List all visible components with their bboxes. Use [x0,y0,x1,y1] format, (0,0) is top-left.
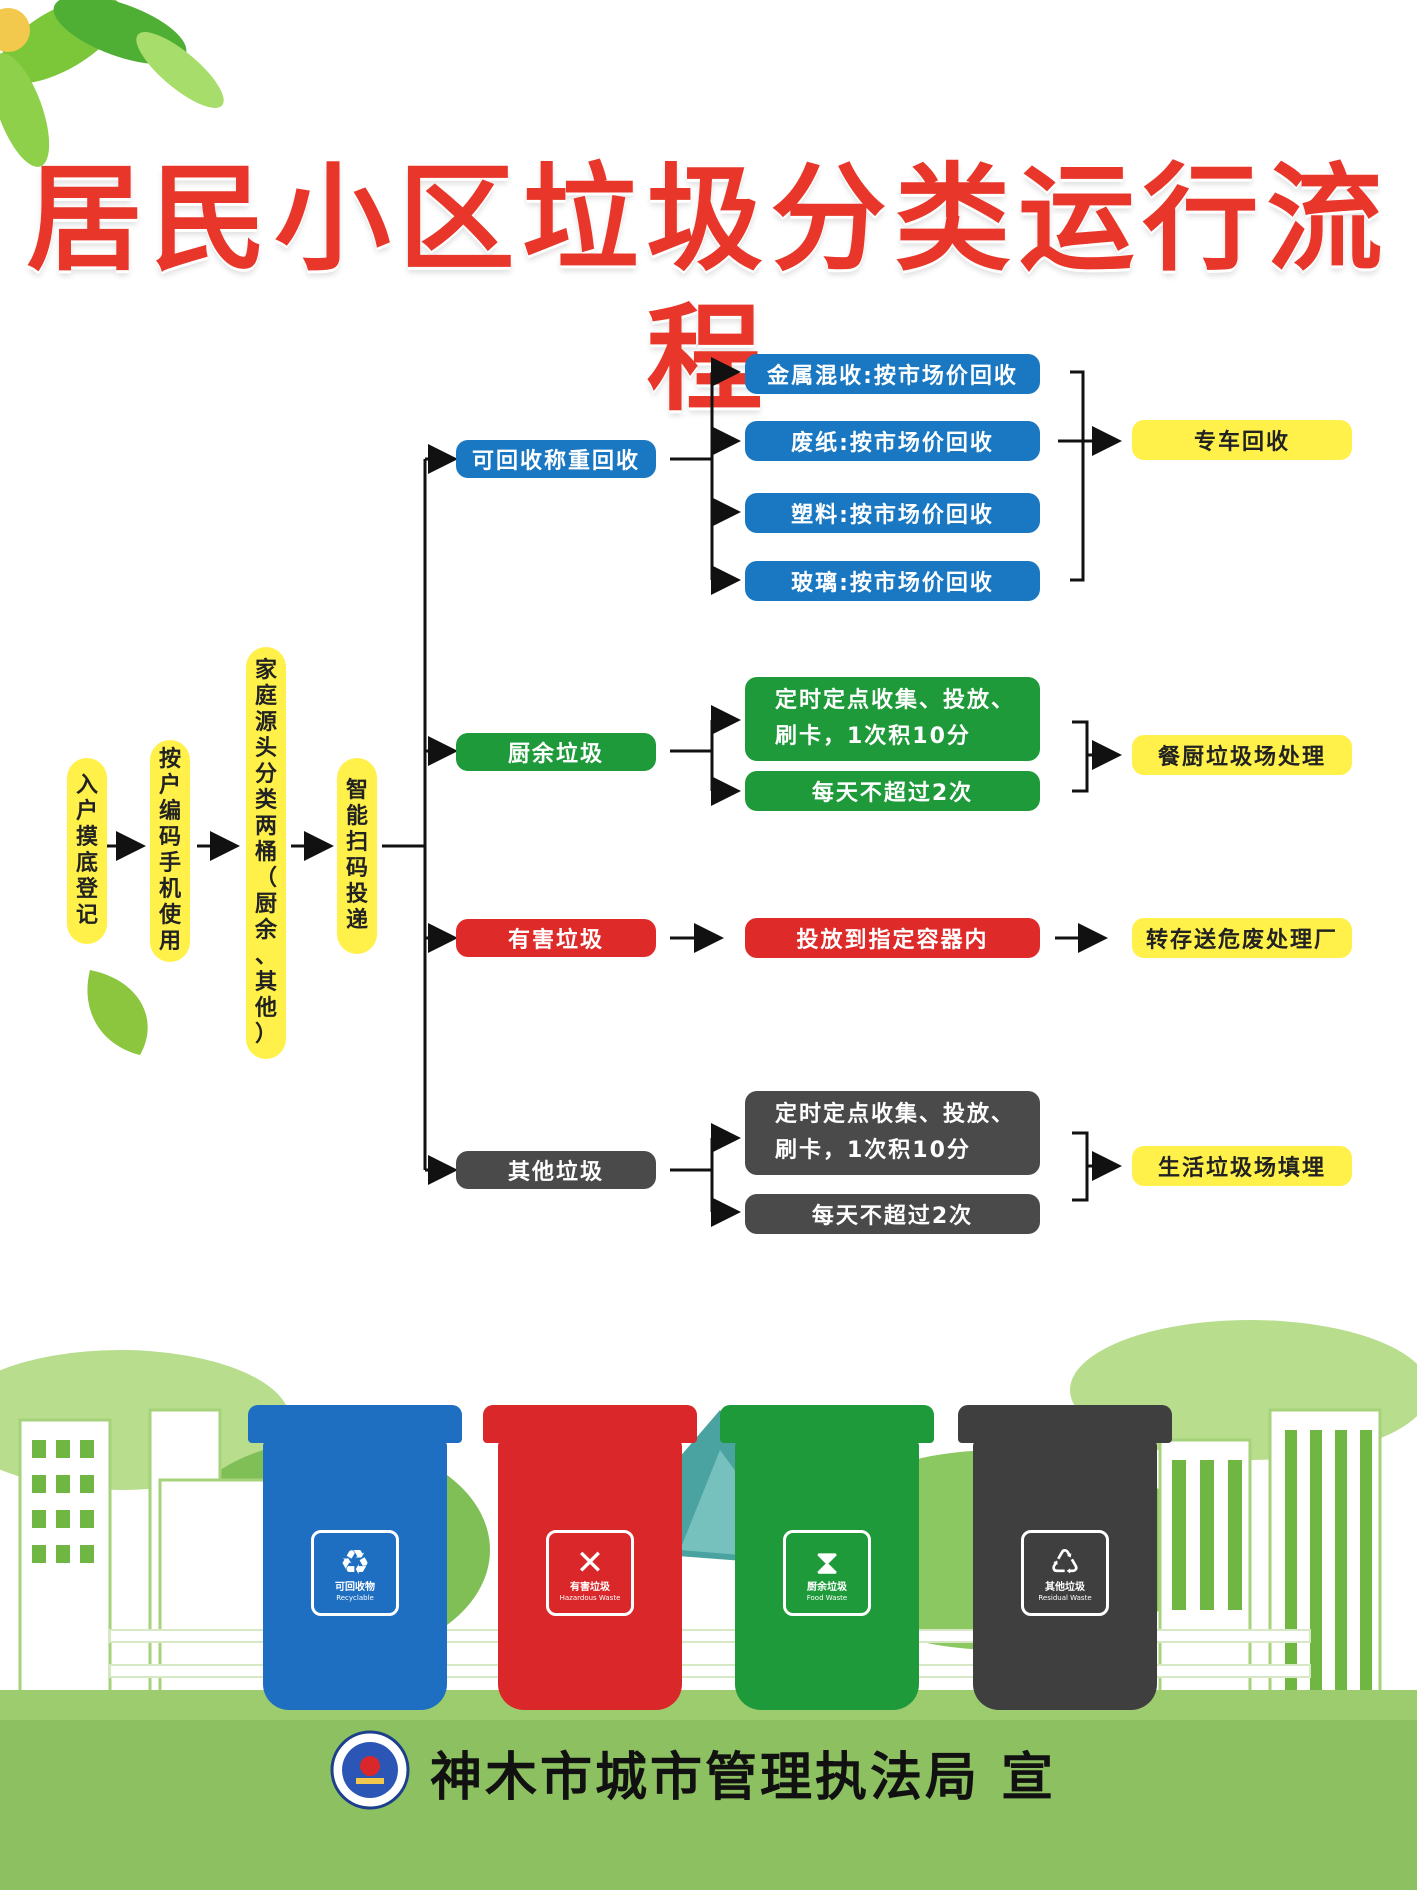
recyclable-item-glass: 玻璃:按市场价回收 [745,561,1040,601]
bin-label-cn: 厨余垃圾 [807,1581,847,1593]
step-char: 摸 [75,825,98,850]
branch-hazardous: 有害垃圾 [456,919,656,957]
hazardous-container-rule: 投放到指定容器内 [745,918,1040,958]
step-char: 类 [254,788,277,813]
result-hazardous-plant: 转存送危废处理厂 [1132,918,1352,958]
step-char: 桶 [254,840,277,865]
step-char: 头 [254,736,277,761]
recyclable-item-metal: 金属混收:按市场价回收 [745,354,1040,394]
step-char: 机 [158,877,181,902]
step-smart-scan: 智能扫码投递 [337,758,377,954]
emblem-icon [330,1730,410,1810]
step-char: 能 [345,804,368,829]
bin-body [735,1440,919,1710]
recyclable-item-plastic: 塑料:按市场价回收 [745,493,1040,533]
recyclable-item-paper: 废纸:按市场价回收 [745,421,1040,461]
step-char: 用 [158,929,181,954]
page-title: 居民小区垃圾分类运行流程 [26,152,1391,427]
step-char: 分 [254,762,277,787]
step-char: 厨 [254,892,277,917]
kitchen-daily-limit: 每天不超过2次 [745,771,1040,811]
step-char: 投 [345,882,368,907]
footer-publisher: 神木市城市管理执法局 宣 [430,1748,1057,1808]
bin-body [973,1440,1157,1710]
step-char: ） [254,1022,277,1047]
step-char: 登 [75,877,98,902]
other-rule-line1: 定时定点收集、投放、 [775,1102,1016,1127]
other-daily-limit: 每天不超过2次 [745,1194,1040,1234]
step-char: 源 [254,710,277,735]
kitchen-collection-rule: 定时定点收集、投放、 刷卡，1次积10分 [745,677,1040,761]
bin-label-cn: 其他垃圾 [1045,1581,1085,1593]
step-char: 码 [345,856,368,881]
bin-label-en: Food Waste [806,1593,848,1602]
branch-recyclable: 可回收称重回收 [456,440,656,478]
bin-label-en: Residual Waste [1038,1593,1092,1602]
bin-lid [720,1405,934,1443]
branch-kitchen: 厨余垃圾 [456,733,656,771]
kitchen-rule-line1: 定时定点收集、投放、 [775,688,1016,713]
bin-body [498,1440,682,1710]
step-char: 余 [254,918,277,943]
bin-lid [248,1405,462,1443]
other-collection-rule: 定时定点收集、投放、 刷卡，1次积10分 [745,1091,1040,1175]
result-landfill: 生活垃圾场填埋 [1132,1146,1352,1186]
step-char: 底 [75,851,98,876]
step-char: （ [254,866,277,891]
step-char: 智 [345,778,368,803]
step-char: 使 [158,903,181,928]
step-char: 入 [75,773,98,798]
bin-symbol: ♻ [339,1542,371,1583]
bin-lid [483,1405,697,1443]
flow-connectors [107,357,1122,1227]
result-special-vehicle: 专车回收 [1132,420,1352,460]
step-char: 记 [75,903,98,928]
step-char: 户 [75,799,98,824]
bin-label-en: Recyclable [336,1593,374,1602]
step-char: 其 [254,970,277,995]
step-char: 码 [158,825,181,850]
bin-lid [958,1405,1172,1443]
step-char: 扫 [345,830,368,855]
bin-symbol: ✕ [575,1542,605,1583]
step-char: 家 [254,658,277,683]
step-char: 庭 [254,684,277,709]
result-kitchen-plant: 餐厨垃圾场处理 [1132,735,1352,775]
step-char: 递 [345,908,368,933]
branch-other: 其他垃圾 [456,1151,656,1189]
bin-label-en: Hazardous Waste [559,1593,621,1602]
leaf-decoration-small [87,970,148,1055]
kitchen-rule-line2: 刷卡，1次积10分 [775,724,971,749]
bin-label-cn: 有害垃圾 [570,1581,610,1593]
step-char: 户 [158,773,181,798]
other-rule-line2: 刷卡，1次积10分 [775,1138,971,1163]
step-home-sorting: 家庭源头分类两桶（厨余、其他） [246,647,286,1059]
bin-symbol: ♺ [1049,1542,1081,1583]
leaf-decoration [0,0,224,167]
bin-label-cn: 可回收物 [335,1581,375,1593]
step-char: 他 [254,996,277,1021]
step-register: 入户摸底登记 [67,758,107,944]
step-char: 两 [254,814,277,839]
step-household-code: 按户编码手机使用 [150,740,190,962]
step-char: 手 [158,851,181,876]
step-char: 、 [254,944,277,969]
bin-symbol: ⧗ [815,1542,839,1583]
bin-body [263,1440,447,1710]
step-char: 编 [158,799,181,824]
step-char: 按 [158,747,181,772]
